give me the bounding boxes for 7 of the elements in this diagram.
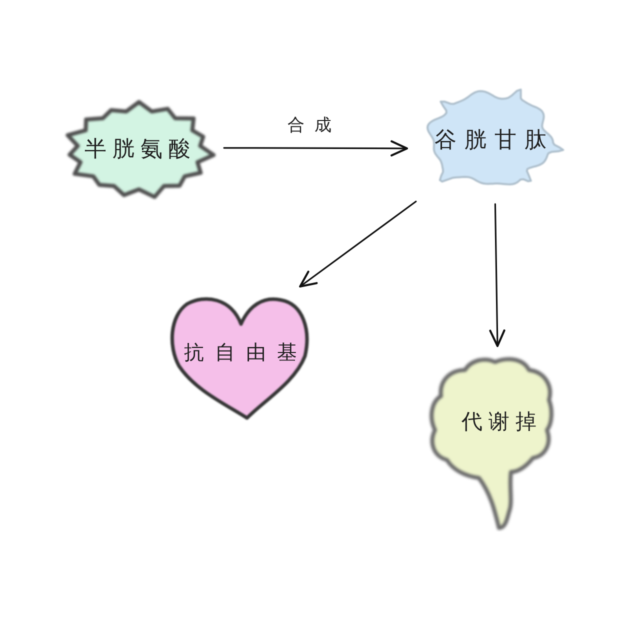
node-label: 半胱氨酸 (83, 138, 196, 162)
arrow (223, 140, 408, 156)
node-label: 谷胱甘肽 (434, 129, 554, 154)
arrow (489, 203, 506, 348)
arrow (299, 200, 417, 288)
node-label: 抗自由基 (182, 341, 308, 364)
node-label: 代谢掉 (460, 410, 542, 434)
